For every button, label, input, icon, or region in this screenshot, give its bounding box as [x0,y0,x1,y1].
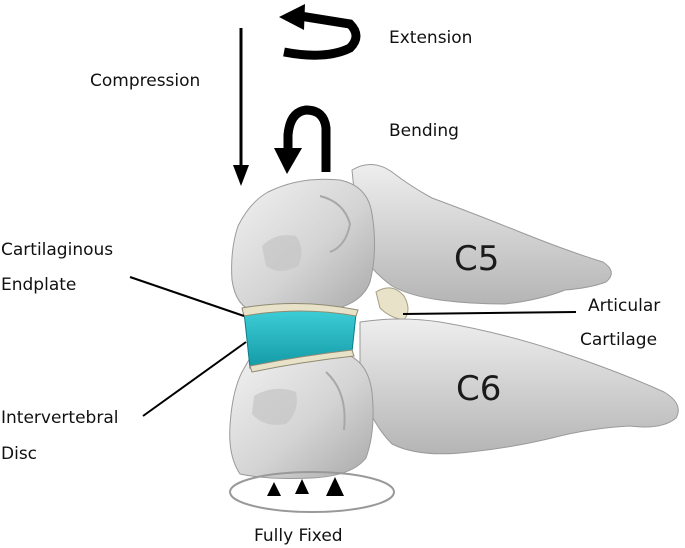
compression-label: Compression [90,71,201,91]
articular-label-line1: Articular [588,296,661,316]
fixed-support-triangles [267,477,344,496]
fixed-support-triangle [295,479,309,494]
c6-label: C6 [456,369,502,409]
compression-arrow [233,28,249,186]
fully-fixed-label: Fully Fixed [254,526,343,546]
extension-arrow [279,4,361,60]
endplate-label-line2: Endplate [1,275,77,295]
articular-cartilage [375,287,409,321]
c6-vertebra [229,318,679,479]
intervertebral-disc [241,302,359,373]
fixed-support-triangle [267,482,281,496]
disc-label-line2: Disc [1,444,38,464]
extension-label: Extension [389,28,473,48]
cartilaginous-endplate-lower [249,349,355,373]
c5-label: C5 [454,239,500,279]
endplate-leader-line [129,276,245,317]
endplate-label-line1: Cartilaginous [1,240,114,260]
fixed-support-triangle [326,477,344,496]
c5-vertebra [231,164,612,313]
fixed-boundary-ellipse [229,471,395,513]
bending-label: Bending [389,121,459,141]
bending-arrow [274,105,331,174]
disc-leader-line [142,341,247,417]
articular-label-line2: Cartilage [580,330,658,350]
disc-label-line1: Intervertebral [1,408,119,428]
articular-leader-line [402,311,577,315]
cartilaginous-endplate-upper [241,302,359,317]
